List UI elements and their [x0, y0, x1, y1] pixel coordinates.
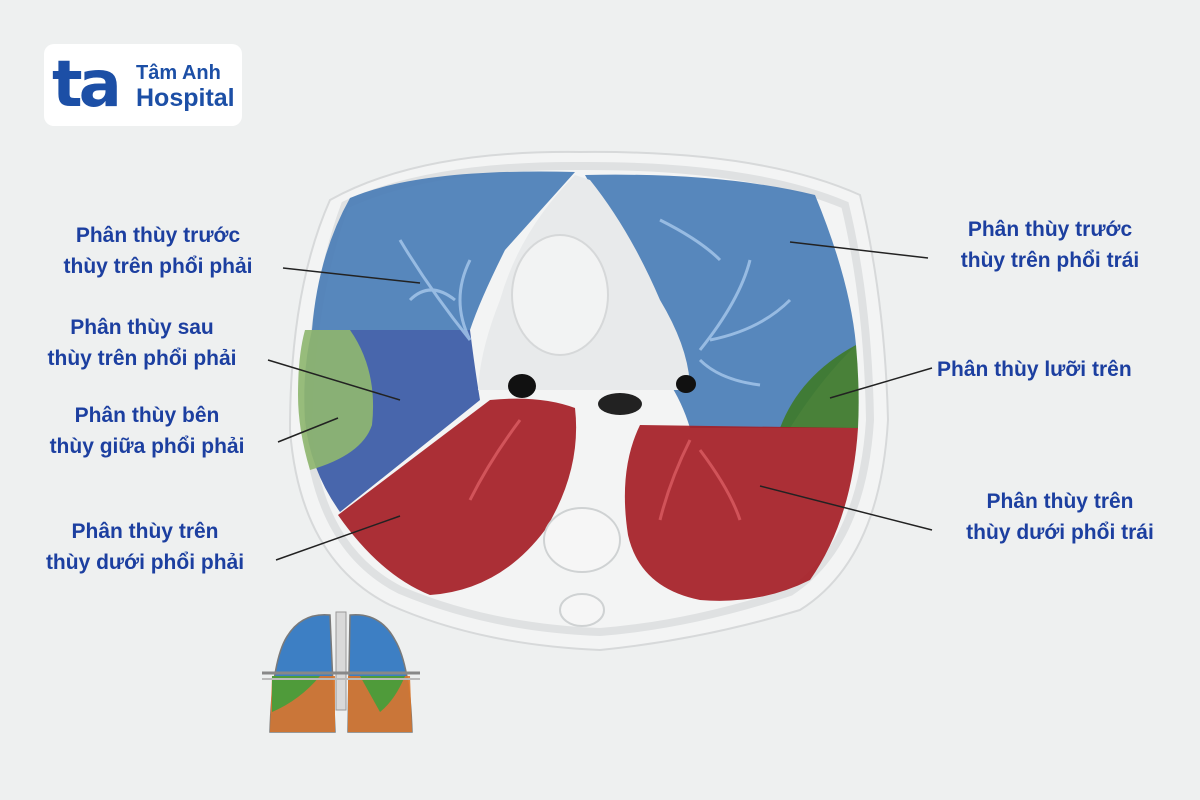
left-superior-lower-segment	[624, 425, 858, 601]
label-right-anterior-upper: Phân thùy trước thùy trên phổi phải	[28, 220, 288, 282]
label-line: thùy dưới phổi trái	[966, 521, 1154, 544]
leader-lines	[267, 241, 933, 561]
spinal-canal-shape	[559, 593, 605, 627]
label-left-superior-lingular: Phân thùy lưỡi trên	[937, 354, 1187, 385]
vertebra-shape	[543, 507, 621, 573]
leader-right-lateral-middle	[277, 417, 339, 443]
label-right-posterior-upper: Phân thùy sau thùy trên phổi phải	[12, 312, 272, 374]
label-line: thùy dưới phổi phải	[45, 551, 245, 574]
right-bronchus-shape	[508, 374, 536, 398]
leader-right-anterior-upper	[282, 267, 421, 284]
lung-inset-diagram	[262, 611, 420, 733]
left-bronchus-shape	[676, 375, 696, 393]
leader-right-superior-lower	[275, 515, 401, 561]
lower-vessel-branches	[468, 419, 742, 521]
label-line: thùy trên phổi trái	[960, 249, 1140, 272]
label-line: Phân thùy trên	[986, 490, 1134, 513]
logo-name-line1: Tâm Anh	[136, 62, 221, 84]
vessel-branches	[398, 218, 792, 387]
left-superior-lingular-segment	[780, 345, 859, 428]
label-line: thùy trên phổi phải	[63, 255, 253, 278]
logo-mark-text: ta	[52, 48, 122, 122]
label-right-superior-lower: Phân thùy trên thùy dưới phổi phải	[10, 516, 280, 578]
label-line: Phân thùy trước	[75, 224, 241, 247]
left-anterior-upper-segment	[585, 174, 856, 428]
label-line: Phân thùy trên	[71, 520, 219, 543]
label-line: Phân thùy lưỡi trên	[937, 358, 1132, 381]
leader-right-posterior-upper	[267, 359, 401, 401]
leader-left-superior-lower	[759, 485, 933, 531]
chest-wall	[303, 161, 875, 637]
logo-name-line2: Hospital	[136, 84, 235, 112]
right-lateral-middle-segment	[298, 330, 374, 470]
leader-left-anterior-upper	[789, 241, 929, 259]
leader-left-superior-lingular	[829, 367, 933, 399]
label-line: thùy giữa phổi phải	[49, 435, 245, 458]
right-anterior-upper-segment	[312, 171, 575, 330]
right-superior-lower-segment	[338, 398, 577, 595]
aorta-shape	[511, 234, 609, 356]
label-right-lateral-middle: Phân thùy bên thùy giữa phổi phải	[12, 400, 282, 462]
label-line: Phân thùy bên	[74, 404, 220, 427]
label-line: Phân thùy trước	[967, 218, 1133, 241]
label-left-anterior-upper: Phân thùy trước thùy trên phổi trái	[920, 214, 1180, 276]
esophagus-shape	[598, 393, 642, 415]
label-line: Phân thùy sau	[70, 316, 214, 339]
label-left-superior-lower: Phân thùy trên thùy dưới phổi trái	[925, 486, 1195, 548]
hospital-logo: ta Tâm Anh Hospital	[44, 44, 242, 126]
label-line: thùy trên phổi phải	[47, 347, 237, 370]
